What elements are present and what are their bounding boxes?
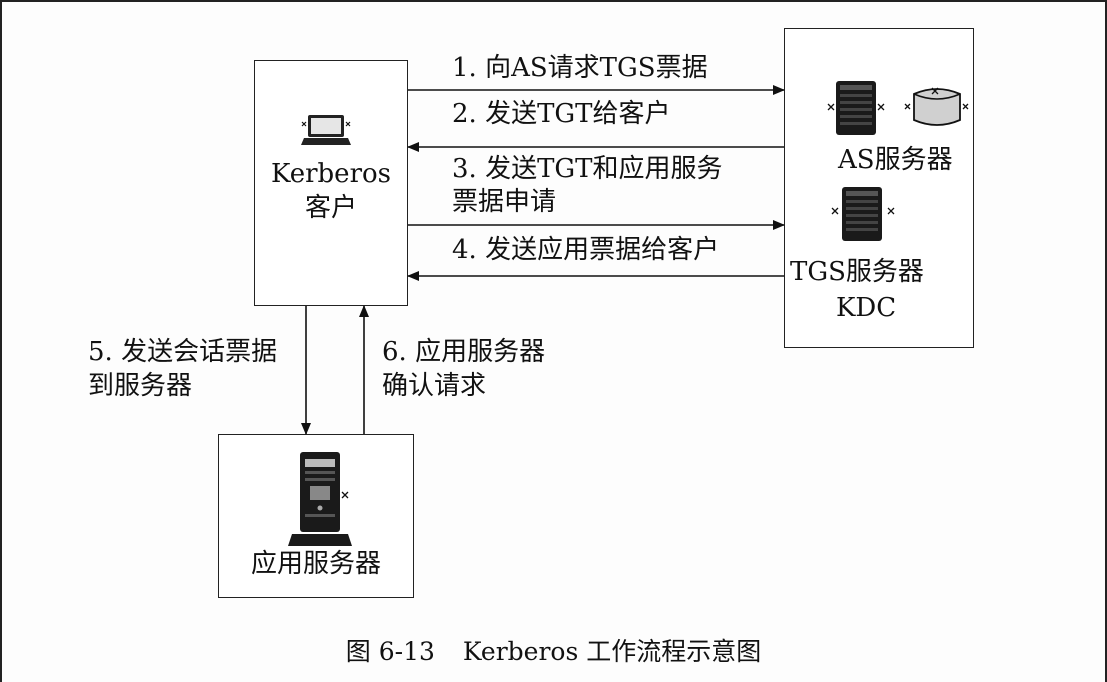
edge-1-label: 1. 向AS请求TGS票据 [452,53,708,83]
edge-2-label: 2. 发送TGT给客户 [452,99,671,129]
database-icon [904,87,969,126]
as-server-label: AS服务器 [838,145,953,175]
app-server-label: 应用服务器 [250,549,381,579]
tgs-server-icon [831,187,895,241]
edge-3-label-line2: 票据申请 [452,187,557,217]
figure-number: 图 6-13 [345,637,435,666]
frame-border-top [0,0,1107,2]
kerberos-client-box [254,60,408,306]
app-server-tower-icon [288,452,352,546]
edge-3-label-line1: 3. 发送TGT和应用服务 [452,154,723,184]
figure-caption: 图 6-13 Kerberos 工作流程示意图 [0,632,1107,668]
tgs-server-label: TGS服务器 [790,257,924,287]
edge-6-label-line2: 确认请求 [382,371,487,401]
kdc-label: KDC [836,293,897,323]
figure-title: Kerberos 工作流程示意图 [462,637,762,666]
frame-border-left [0,0,2,682]
as-server-icon [827,81,885,135]
edge-6-label-line1: 6. 应用服务器 [382,337,546,367]
edge-5-label-line2: 到服务器 [88,371,193,401]
frame-border-right [1105,0,1107,682]
client-label-line1: Kerberos [271,159,391,189]
client-label-line2: 客户 [304,193,357,223]
edge-5-label-line1: 5. 发送会话票据 [88,337,278,367]
laptop-icon [301,115,351,145]
edge-4-label: 4. 发送应用票据给客户 [452,235,720,265]
